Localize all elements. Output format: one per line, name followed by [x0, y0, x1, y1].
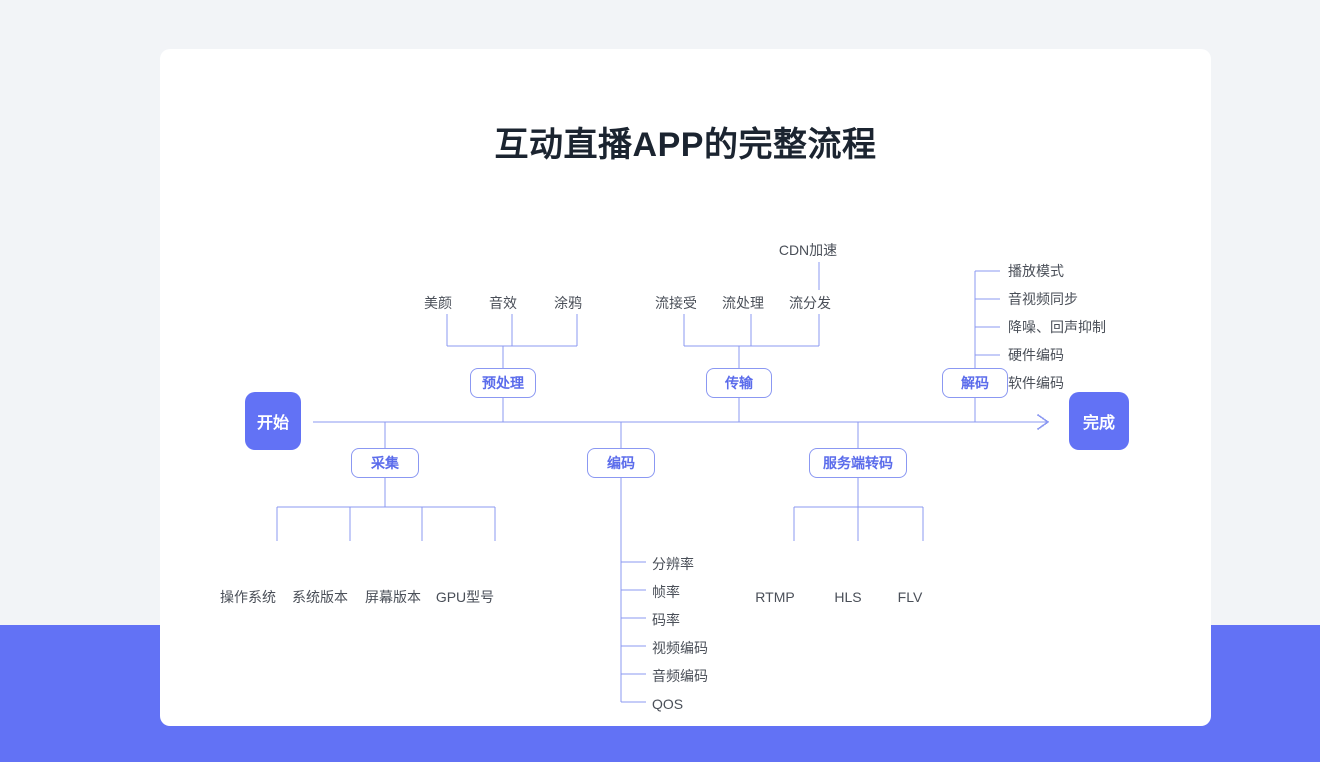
leaf-preprocess-doodle: 涂鸦 — [554, 295, 582, 311]
leaf-capture-system-version: 系统版本 — [292, 589, 348, 605]
leaf-transport-stream-receive: 流接受 — [655, 295, 697, 311]
flow-diagram: 开始 完成 预处理 传输 解码 采集 编码 服务端转码 美颜 音效 涂鸦 流接受… — [160, 49, 1211, 726]
node-preprocess[interactable]: 预处理 — [470, 368, 536, 398]
leaf-transport-cdn-acceleration: CDN加速 — [778, 242, 838, 258]
page-title: 互动直播APP的完整流程 — [494, 126, 877, 164]
leaf-transport-stream-process: 流处理 — [722, 295, 764, 311]
node-decode[interactable]: 解码 — [942, 368, 1008, 398]
leaf-transcode-flv: FLV — [897, 589, 923, 605]
leaf-transport-stream-distribute: 流分发 — [789, 295, 831, 311]
node-start[interactable]: 开始 — [245, 392, 301, 450]
leaf-encode-qos: QOS — [652, 696, 684, 712]
leaf-decode-software-encoding: 软件编码 — [1008, 375, 1064, 391]
leaf-encode-audio-codec: 音频编码 — [652, 668, 708, 684]
leaf-encode-video-codec: 视频编码 — [652, 640, 708, 656]
leaf-decode-hardware-encoding: 硬件编码 — [1008, 347, 1064, 363]
leaf-capture-operating-system: 操作系统 — [220, 589, 276, 605]
leaf-decode-av-sync: 音视频同步 — [1008, 291, 1078, 307]
leaf-decode-play-mode: 播放模式 — [1008, 263, 1064, 279]
node-transcode[interactable]: 服务端转码 — [809, 448, 907, 478]
node-transport[interactable]: 传输 — [706, 368, 772, 398]
leaf-preprocess-beauty: 美颜 — [424, 295, 452, 311]
leaf-encode-resolution: 分辨率 — [652, 556, 694, 572]
leaf-encode-framerate: 帧率 — [652, 584, 680, 600]
leaf-preprocess-audio-effect: 音效 — [489, 295, 517, 311]
node-finish[interactable]: 完成 — [1069, 392, 1129, 450]
leaf-decode-denoise-echo-cancel: 降噪、回声抑制 — [1008, 319, 1106, 335]
node-capture[interactable]: 采集 — [351, 448, 419, 478]
leaf-encode-bitrate: 码率 — [652, 612, 680, 628]
node-encode[interactable]: 编码 — [587, 448, 655, 478]
leaf-transcode-hls: HLS — [834, 589, 862, 605]
diagram-card: 互动直播APP的完整流程 — [160, 49, 1211, 726]
leaf-capture-screen-version: 屏幕版本 — [365, 589, 421, 605]
leaf-capture-gpu-model: GPU型号 — [435, 589, 495, 605]
leaf-transcode-rtmp: RTMP — [755, 589, 795, 605]
